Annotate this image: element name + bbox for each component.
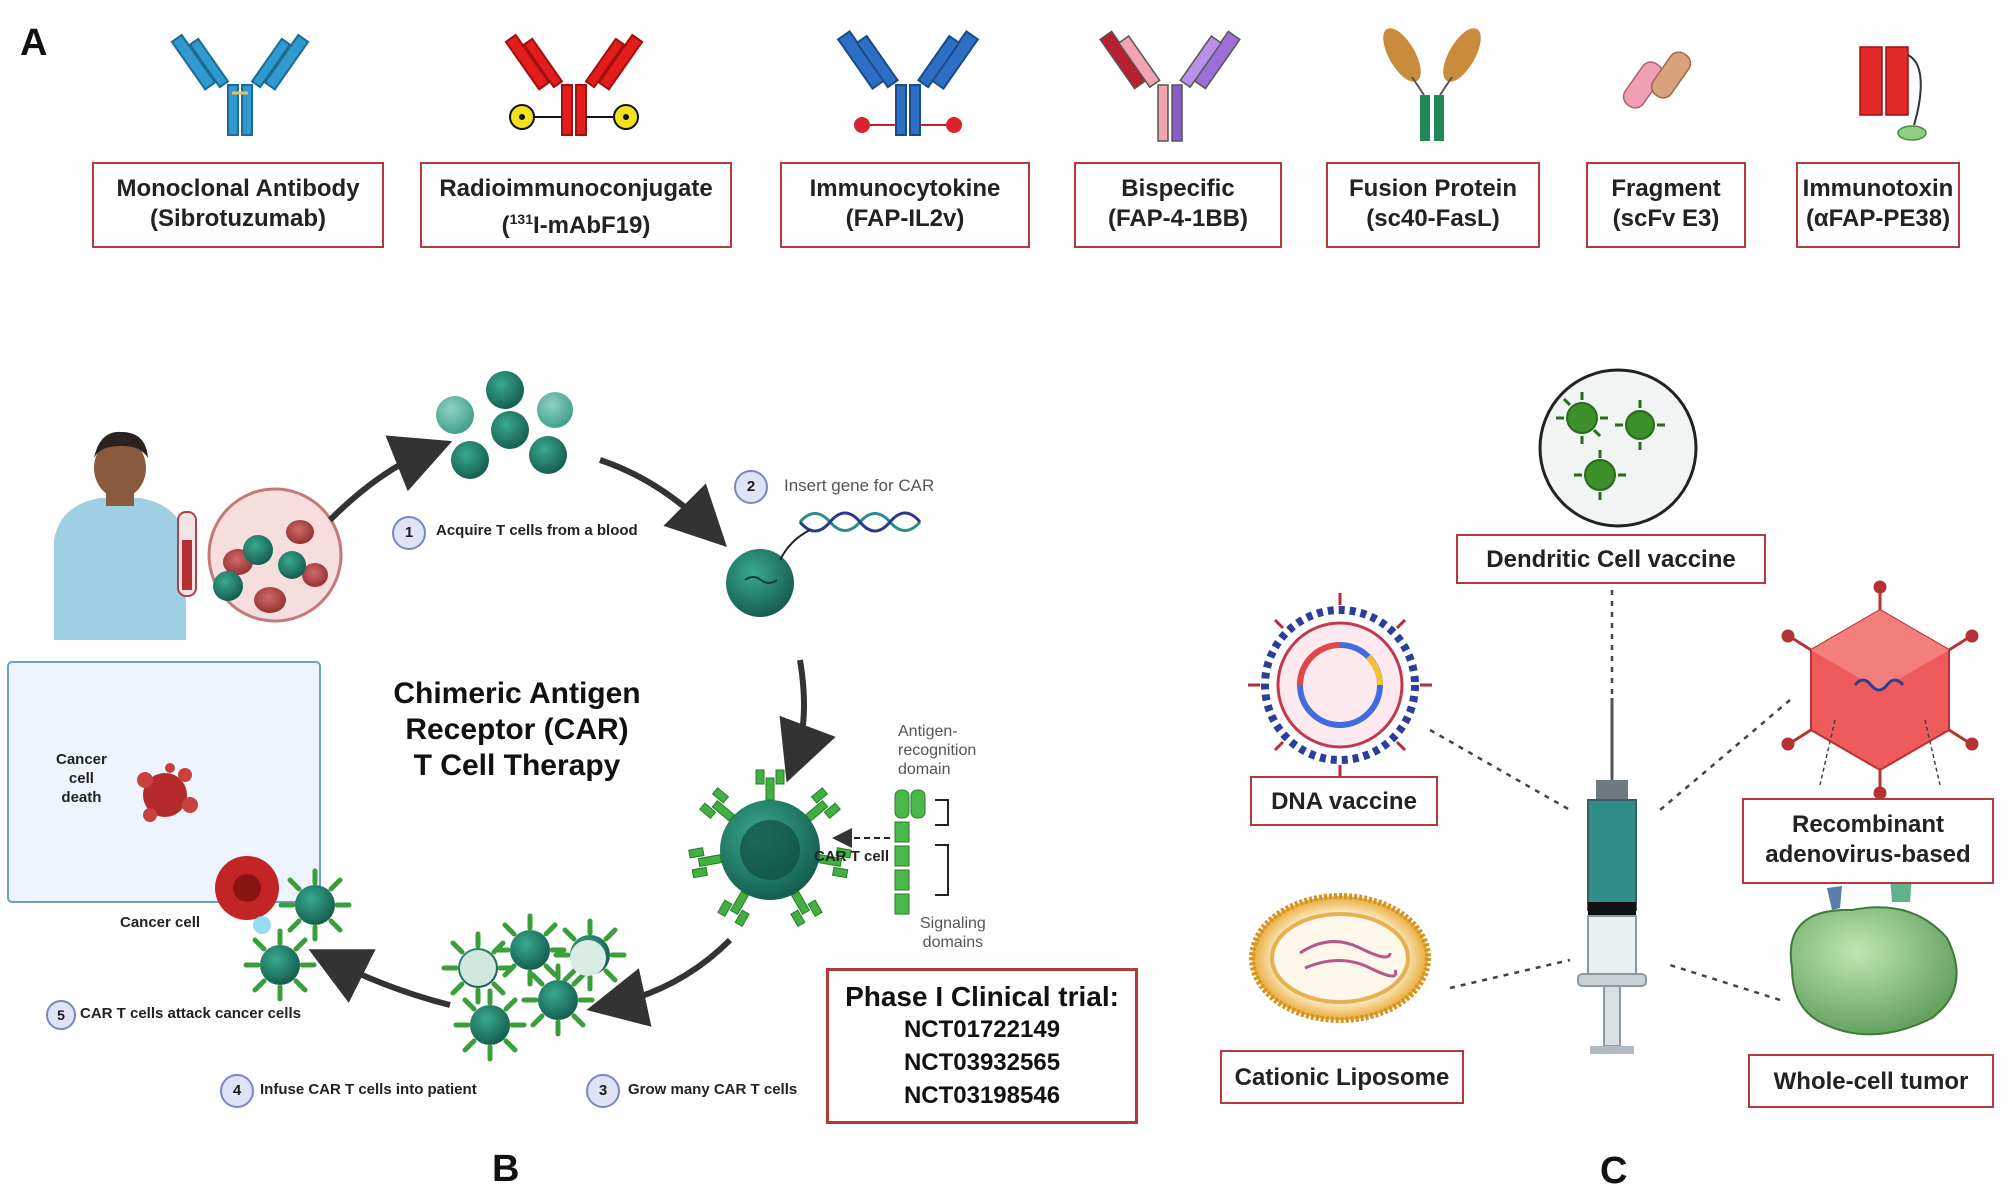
label-fragment: Fragment (scFv E3) xyxy=(1586,162,1746,248)
label-fusion-protein: Fusion Protein (sc40-FasL) xyxy=(1326,162,1540,248)
car-t-cells-cluster xyxy=(444,916,624,1059)
label-immunocytokine: Immunocytokine (FAP-IL2v) xyxy=(780,162,1030,248)
bispecific-icon xyxy=(1099,30,1241,142)
monoclonal-antibody-icon xyxy=(170,33,310,136)
panel-label-b: B xyxy=(492,1148,520,1190)
trial-id: NCT03198546 xyxy=(903,1082,1061,1109)
step-1-text: Acquire T cells from a blood xyxy=(436,522,638,539)
step-4-badge: 4 xyxy=(220,1074,254,1108)
car-t-cell-icon xyxy=(688,769,852,927)
step-4-text: Infuse CAR T cells into patient xyxy=(260,1081,477,1098)
car-therapy-title: Chimeric Antigen Receptor (CAR) T Cell T… xyxy=(393,677,641,782)
label-monoclonal-antibody: Monoclonal Antibody (Sibrotuzumab) xyxy=(92,162,384,248)
step-2-badge: 2 xyxy=(734,470,768,504)
label-dna-vaccine: DNA vaccine xyxy=(1250,776,1438,826)
clinical-trial-box: Phase I Clinical trial: NCT01722149 NCT0… xyxy=(826,968,1138,1124)
label-recombinant-adenovirus: Recombinant adenovirus-based xyxy=(1742,798,1994,884)
step-5-badge: 5 xyxy=(46,1000,76,1030)
dendritic-cell-icon xyxy=(1538,368,1698,528)
cancer-cell-icon xyxy=(215,856,279,934)
panel-label-a: A xyxy=(20,22,48,64)
car-t-cell-label: CAR T cell xyxy=(814,848,890,865)
arrow-3 xyxy=(779,659,836,783)
cancer-cell-death-label: Cancer cell death xyxy=(56,751,107,806)
cancer-cell-death-icon xyxy=(137,763,198,822)
patient-icon xyxy=(54,431,197,640)
blood-sample-icon xyxy=(207,487,343,623)
step-2-text: Insert gene for CAR xyxy=(784,476,935,495)
label-bispecific: Bispecific (FAP-4-1BB) xyxy=(1074,162,1282,248)
whole-cell-tumor-icon xyxy=(1789,876,1958,1036)
immunotoxin-icon xyxy=(1859,46,1927,141)
dna-vaccine-icon xyxy=(1248,593,1432,777)
fragment-icon xyxy=(1622,51,1692,109)
label-immunotoxin: Immunotoxin (αFAP-PE38) xyxy=(1796,162,1960,248)
cancer-cell-label: Cancer cell xyxy=(120,914,201,931)
step-3-badge: 3 xyxy=(586,1074,620,1108)
immunocytokine-icon xyxy=(836,29,980,136)
antigen-domain-label: Antigen- recognition domain xyxy=(898,723,977,778)
dna-helix-icon xyxy=(798,511,922,533)
clinical-trial-heading: Phase I Clinical trial: xyxy=(845,981,1119,1012)
fusion-protein-icon xyxy=(1383,28,1481,141)
label-radioimmunoconjugate: Radioimmunoconjugate (131I-mAbF19) xyxy=(420,162,732,248)
syringe-icon xyxy=(1577,698,1647,1054)
arrow-4 xyxy=(586,937,733,1027)
arrow-5 xyxy=(308,949,451,1008)
label-cationic-liposome: Cationic Liposome xyxy=(1220,1050,1464,1104)
arrow-2 xyxy=(599,457,727,547)
arrow-1 xyxy=(327,435,453,523)
car-receptor-diagram xyxy=(894,789,949,915)
label-dendritic-cell-vaccine: Dendritic Cell vaccine xyxy=(1456,534,1766,584)
trial-id: NCT03932565 xyxy=(903,1049,1061,1076)
panel-label-c: C xyxy=(1600,1150,1628,1192)
step-5-text: CAR T cells attack cancer cells xyxy=(80,1005,301,1022)
label-whole-cell-tumor: Whole-cell tumor xyxy=(1748,1054,1994,1108)
t-cells-cluster xyxy=(436,371,573,479)
cationic-liposome-icon xyxy=(1249,893,1431,1023)
step-3-text: Grow many CAR T cells xyxy=(628,1081,798,1098)
adenovirus-icon xyxy=(1781,580,1979,800)
t-cell-modified xyxy=(726,529,811,617)
radioimmunoconjugate-icon xyxy=(504,33,644,136)
trial-id: NCT01722149 xyxy=(903,1016,1061,1043)
step-1-badge: 1 xyxy=(392,516,426,550)
signaling-domains-label: Signaling domains xyxy=(920,915,986,951)
